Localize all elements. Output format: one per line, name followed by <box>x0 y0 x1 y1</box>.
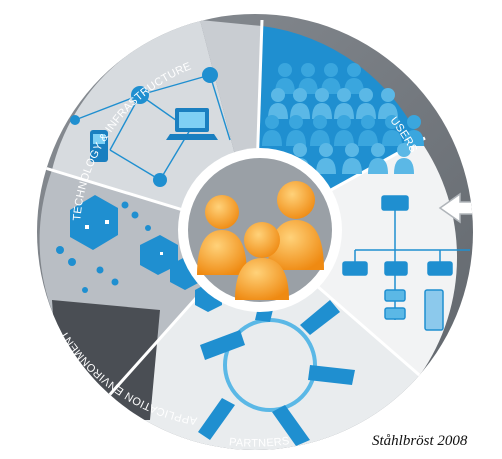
user-figure-body <box>268 103 288 119</box>
user-figure-body <box>310 130 330 146</box>
user-figure-body <box>394 158 414 174</box>
trees-icon <box>56 201 151 293</box>
user-figure-body <box>334 103 354 119</box>
user-figure-head <box>301 63 315 77</box>
user-figure-head <box>397 143 411 157</box>
user-figure-body <box>312 103 332 119</box>
user-figure-head <box>385 115 399 129</box>
buildings-icon <box>70 195 222 312</box>
mobile-phone-icon <box>90 130 108 162</box>
network-node-icon <box>131 86 149 104</box>
segment-label-partners: PARTNERS <box>228 435 290 450</box>
user-figure-head <box>265 115 279 129</box>
network-node-icon <box>202 67 218 83</box>
user-figure-head <box>293 88 307 102</box>
user-figure-body <box>286 130 306 146</box>
user-figure-body <box>368 158 388 174</box>
user-figure-head <box>347 63 361 77</box>
user-figure-head <box>289 115 303 129</box>
user-figure-head <box>407 115 421 129</box>
user-figure-head <box>381 88 395 102</box>
users-crowd-icon <box>262 63 424 174</box>
user-figure-head <box>337 115 351 129</box>
user-figure-head <box>293 143 307 157</box>
network-node-icon <box>153 173 167 187</box>
arrow-left-icon <box>438 192 473 224</box>
user-figure-head <box>361 115 375 129</box>
org-chart-icon <box>342 195 470 331</box>
user-figure-head <box>313 115 327 129</box>
user-figure-body <box>378 103 398 119</box>
user-figure-body <box>344 78 364 94</box>
user-figure-body <box>404 130 424 146</box>
svg-text:PARTNERS: PARTNERS <box>228 435 290 450</box>
user-figure-head <box>315 88 329 102</box>
user-figure-body <box>356 103 376 119</box>
user-figure-body <box>358 130 378 146</box>
user-figure-head <box>278 63 292 77</box>
user-figure-head <box>337 88 351 102</box>
user-figure-head <box>319 143 333 157</box>
citation: Ståhlbröst 2008 <box>372 433 468 449</box>
user-figure-body <box>382 130 402 146</box>
user-figure-head <box>345 143 359 157</box>
laptop-icon <box>166 108 218 140</box>
user-figure-body <box>334 130 354 146</box>
people-icon <box>197 181 324 300</box>
user-figure-body <box>316 158 336 174</box>
sector-partners <box>110 232 420 450</box>
user-figure-head <box>359 88 373 102</box>
user-figure-head <box>371 143 385 157</box>
user-figure-body <box>262 130 282 146</box>
network-node-icon <box>70 115 80 125</box>
user-figure-body <box>290 103 310 119</box>
user-figure-body <box>342 158 362 174</box>
user-figure-head <box>324 63 338 77</box>
user-figure-head <box>271 88 285 102</box>
